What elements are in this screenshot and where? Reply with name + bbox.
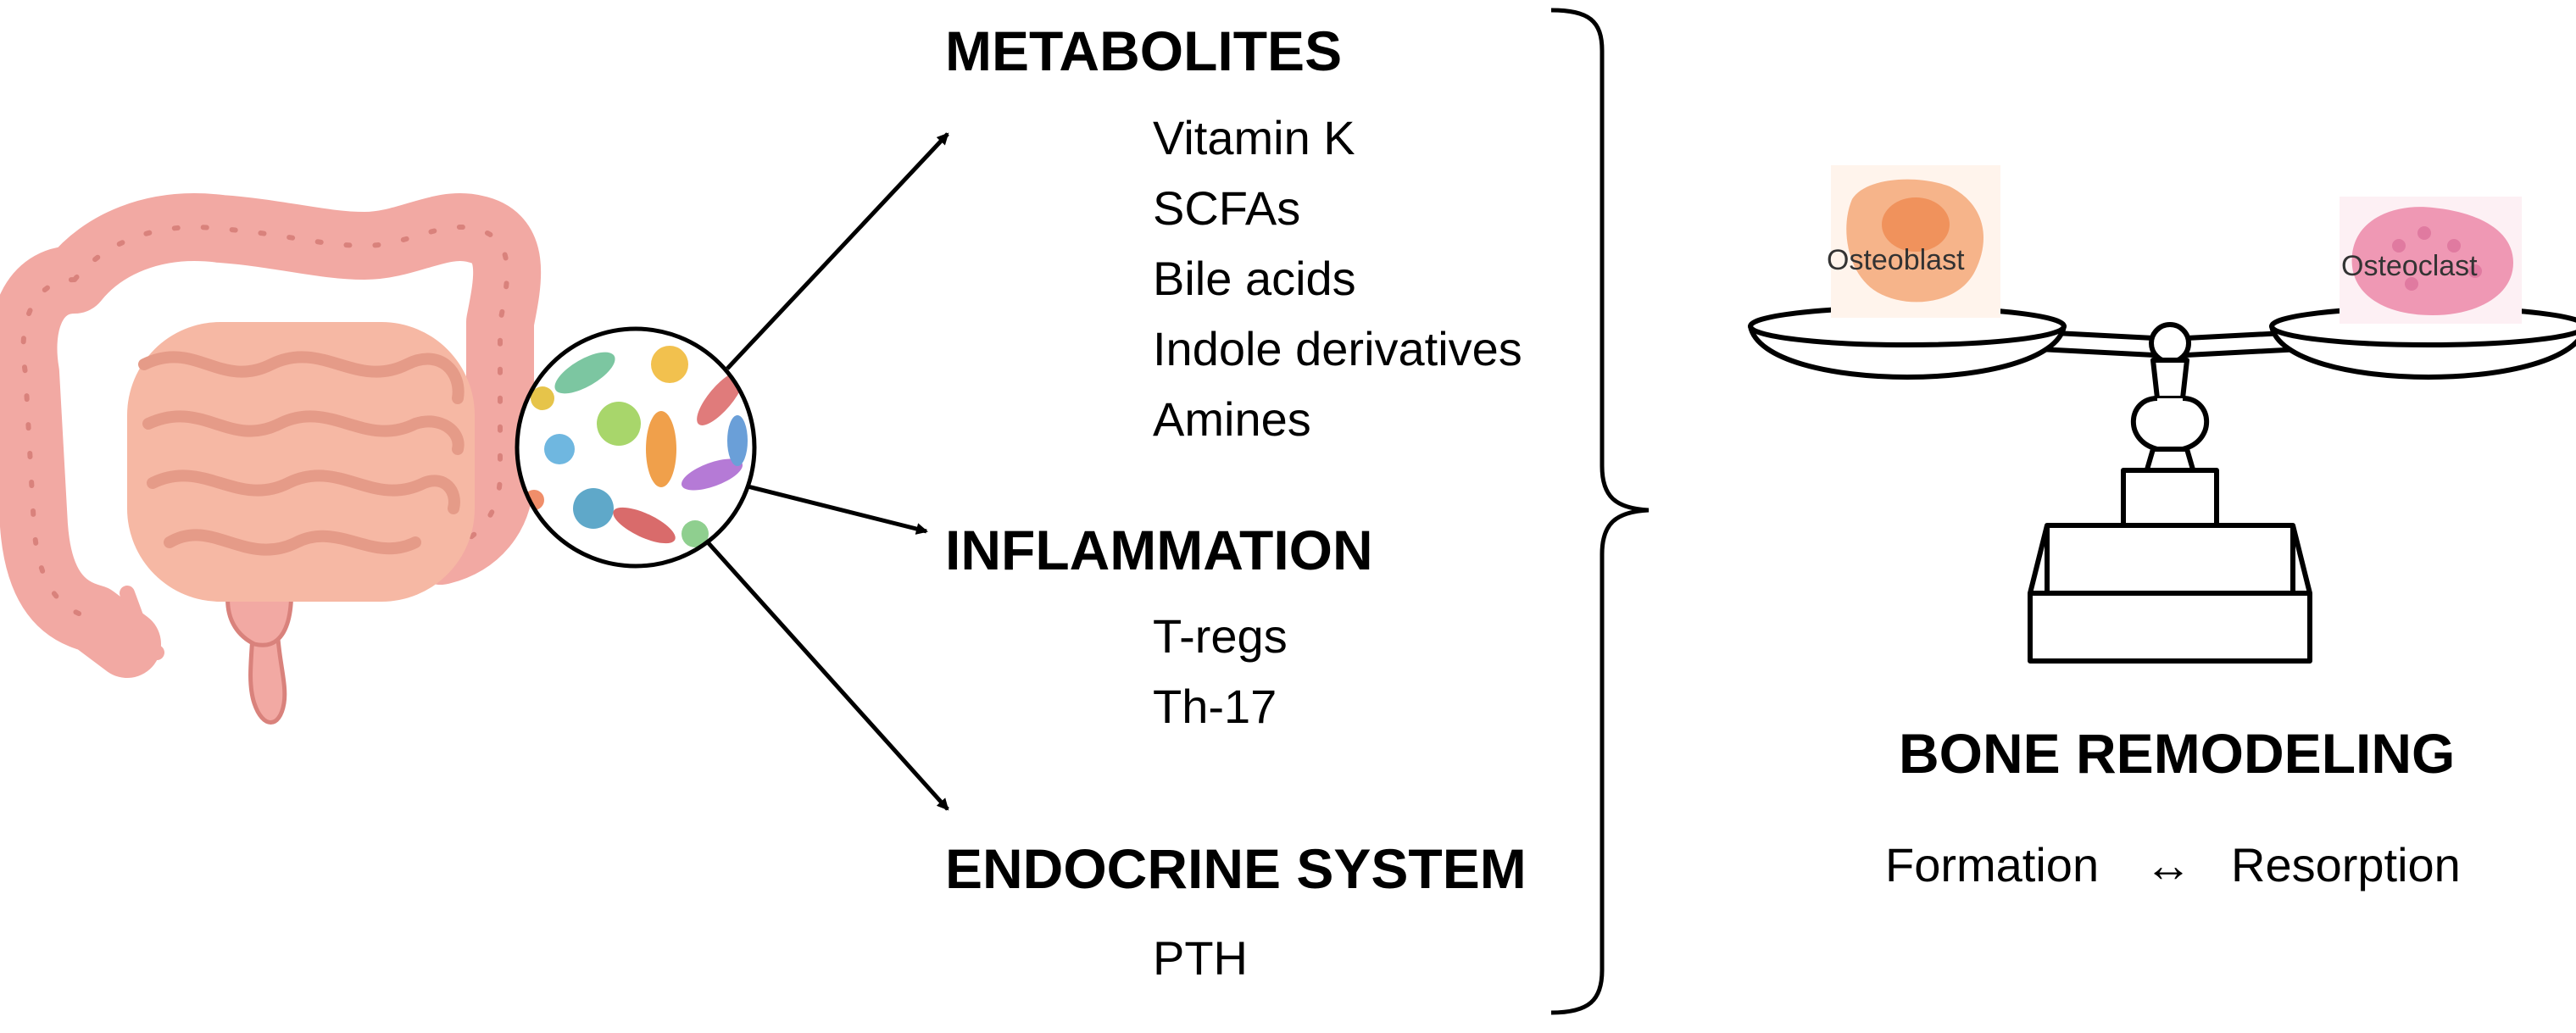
bone-remodeling-title: BONE REMODELING — [1899, 722, 2455, 785]
metabolites-heading: METABOLITES — [945, 19, 1342, 82]
microbiota-icon — [515, 326, 757, 569]
intestine-icon — [0, 193, 542, 725]
metabolite-item: Amines — [1153, 392, 1311, 446]
bidirectional-arrow: ↔ — [2145, 838, 2192, 891]
arrow-to-endocrine — [706, 541, 949, 811]
arrow-to-metabolites — [726, 132, 949, 370]
metabolite-item: SCFAs — [1153, 181, 1300, 235]
osteoclast-label: Osteoclast — [2341, 250, 2478, 282]
resorption-label: Resorption — [2231, 838, 2461, 891]
endocrine-heading: ENDOCRINE SYSTEM — [945, 837, 1527, 900]
metabolite-item: Indole derivatives — [1153, 322, 1522, 375]
osteoblast-label: Osteoblast — [1827, 244, 1965, 276]
formation-label: Formation — [1885, 838, 2099, 891]
grouping-brace — [1550, 8, 1650, 1015]
inflammation-item: T-regs — [1153, 609, 1288, 663]
inflammation-item: Th-17 — [1153, 680, 1277, 733]
arrow-to-inflammation — [747, 484, 928, 535]
metabolite-item: Bile acids — [1153, 252, 1356, 305]
metabolite-item: Vitamin K — [1153, 111, 1355, 164]
osteoblast-image: Osteoblast — [1827, 165, 2000, 318]
inflammation-heading: INFLAMMATION — [945, 519, 1373, 581]
osteoclast-image: Osteoclast — [2340, 197, 2522, 324]
endocrine-item: PTH — [1153, 931, 1248, 985]
balance-scale-icon — [1748, 305, 2576, 664]
